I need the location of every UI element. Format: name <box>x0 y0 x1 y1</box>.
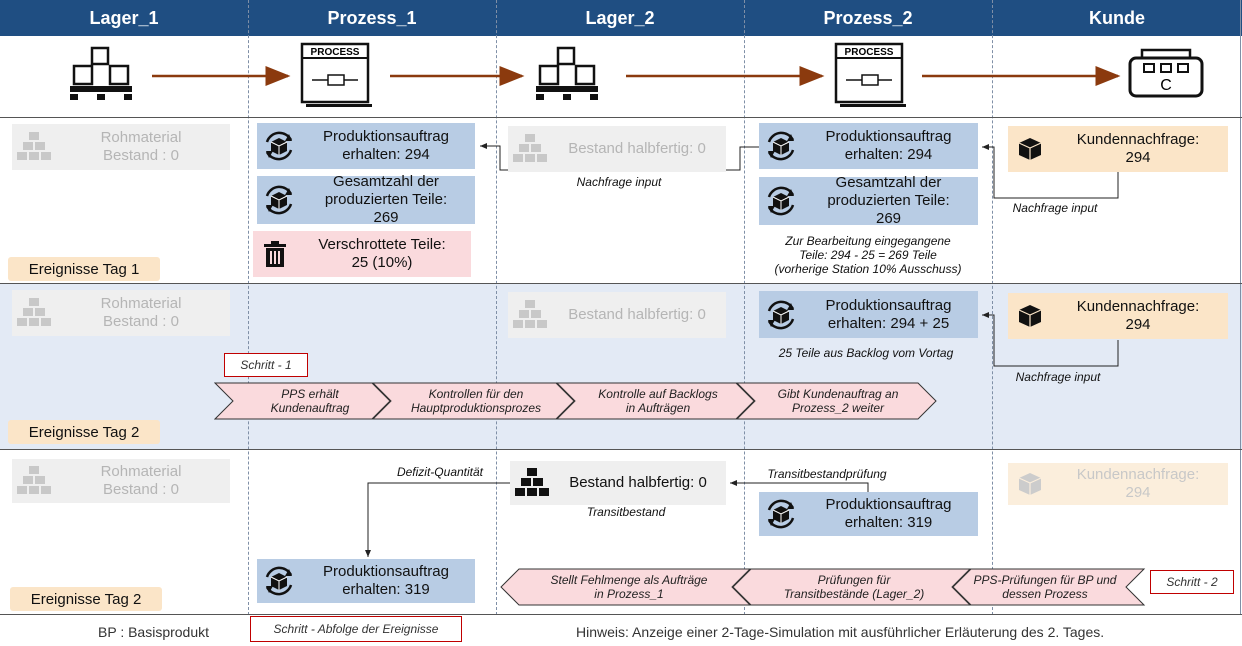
header-prozess2: Prozess_2 <box>823 7 913 28</box>
demand-input-label: Nachfrage input <box>1012 201 1098 215</box>
boxes-stack-icon <box>16 129 52 165</box>
row-separator <box>0 283 1242 284</box>
process-icon: PROCESS <box>300 42 372 107</box>
semi-finished-stock: Bestand halbfertig: 0 <box>508 126 726 172</box>
step-1-label: Schritt - 1 <box>224 353 308 377</box>
demand-input-label: Nachfrage input <box>1015 370 1101 384</box>
row-separator <box>0 449 1242 450</box>
box-cycle-icon <box>763 183 799 219</box>
box-cycle-icon <box>763 297 799 333</box>
box-cycle-icon <box>261 128 297 164</box>
flow-icons: PROCESS PROCESS C <box>68 42 1204 107</box>
boxes-stack-icon <box>514 465 550 501</box>
footer-bp-note: BP : Basisprodukt <box>98 624 210 640</box>
boxes-stack-icon <box>16 463 52 499</box>
footer-step-legend: Schritt - Abfolge der Ereignisse <box>250 616 462 642</box>
events-day2-label: Ereignisse Tag 2 <box>10 587 162 611</box>
svg-text:PROCESS: PROCESS <box>311 47 360 58</box>
deficit-quantity-label: Defizit-Quantität <box>396 465 484 479</box>
semi-finished-stock: Bestand halbfertig: 0 <box>508 292 726 338</box>
header-lager2: Lager_2 <box>585 7 655 28</box>
boxes-stack-icon <box>512 131 548 167</box>
column-divider <box>744 0 745 615</box>
box-cycle-icon <box>261 563 297 599</box>
box-cycle-icon <box>261 182 297 218</box>
transit-stock-label: Transitbestand <box>586 505 666 519</box>
customer-demand: Kundennachfrage:294 <box>1008 126 1228 172</box>
transit-check-label: Transitbestandprüfung <box>767 467 887 481</box>
customer-demand-inactive: Kundennachfrage:294 <box>1008 463 1228 505</box>
demand-input-label: Nachfrage input <box>576 175 662 189</box>
footer-simulation-note: Hinweis: Anzeige einer 2-Tage-Simulation… <box>576 624 1105 640</box>
box-icon <box>1012 466 1048 502</box>
warehouse-icon <box>534 46 600 102</box>
row-separator <box>0 117 1242 118</box>
svg-text:C: C <box>1160 77 1172 94</box>
step2-chevrons <box>500 568 1146 606</box>
box-cycle-icon <box>763 128 799 164</box>
trash-icon <box>257 236 293 272</box>
header-prozess1: Prozess_1 <box>327 7 417 28</box>
column-divider <box>1240 0 1241 615</box>
svg-text:PROCESS: PROCESS <box>845 47 894 58</box>
header-kunde: Kunde <box>1089 7 1145 28</box>
events-day1-label: Ereignisse Tag 1 <box>8 257 160 281</box>
backlog-note: 25 Teile aus Backlog vom Vortag <box>778 346 954 360</box>
header-bar: Lager_1 Prozess_1 Lager_2 Prozess_2 Kund… <box>0 0 1242 36</box>
box-cycle-icon <box>763 496 799 532</box>
step-2-label: Schritt - 2 <box>1150 570 1234 594</box>
semi-finished-stock-active: Bestand halbfertig: 0 <box>510 461 726 505</box>
customer-demand: Kundennachfrage:294 <box>1008 293 1228 339</box>
box-icon <box>1012 298 1048 334</box>
column-divider <box>248 0 249 615</box>
row-separator <box>0 614 1242 615</box>
column-divider <box>496 0 497 615</box>
p1-scrapped-parts: Verschrottete Teile:25 (10%) <box>253 231 471 277</box>
boxes-stack-icon <box>512 297 548 333</box>
customer-icon: C <box>1128 48 1204 98</box>
step1-chevrons <box>214 382 937 420</box>
events-day2-label: Ereignisse Tag 2 <box>8 420 160 444</box>
warehouse-icon <box>68 46 134 102</box>
process-icon: PROCESS <box>834 42 906 107</box>
header-lager1: Lager_1 <box>89 7 159 28</box>
box-icon <box>1012 131 1048 167</box>
column-divider <box>992 0 993 615</box>
boxes-stack-icon <box>16 295 52 331</box>
